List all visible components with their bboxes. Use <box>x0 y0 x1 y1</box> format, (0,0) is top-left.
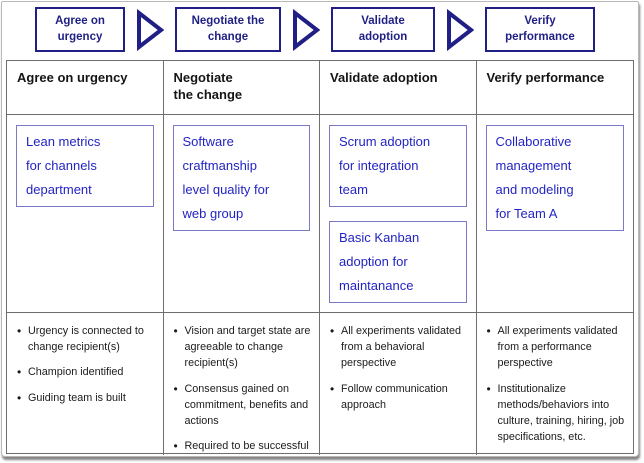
flow-arrow-icon <box>446 8 474 51</box>
cards-cell-negotiate-the-change: Software craftmanship level quality for … <box>163 115 320 313</box>
criteria-cell-agree-on-urgency: Urgency is connected to change recipient… <box>7 313 164 455</box>
experiment-card: Lean metrics for channels department <box>16 125 154 208</box>
experiment-card: Basic Kanban adoption for maintanance <box>329 221 467 304</box>
criteria-item: Follow communication approach <box>328 380 470 413</box>
cards-cell-verify-performance: Collaborative management and modeling fo… <box>476 115 633 313</box>
cards-cell-agree-on-urgency: Lean metrics for channels department <box>7 115 164 313</box>
criteria-cell-verify-performance: All experiments validated from a perform… <box>477 313 634 455</box>
column-header-agree-on-urgency: Agree on urgency <box>7 61 164 115</box>
flow-arrow-icon <box>136 8 164 51</box>
flow-step-agree-on-urgency: Agree on urgency <box>35 6 125 53</box>
column-header-verify-performance: Verify performance <box>476 61 633 115</box>
criteria-item: Vision and target state are agreeable to… <box>172 322 314 372</box>
experiment-card: Software craftmanship level quality for … <box>172 125 310 232</box>
process-flow: Agree on urgency Negotiate the change Va… <box>2 2 638 57</box>
column-header-validate-adoption: Validate adoption <box>320 61 477 115</box>
experiment-card: Collaborative management and modeling fo… <box>485 125 624 232</box>
criteria-item: All experiments validated from a perform… <box>485 322 628 372</box>
flow-step-negotiate-the-change: Negotiate the change <box>175 6 281 53</box>
cards-cell-validate-adoption: Scrum adoption for integration team Basi… <box>320 115 477 313</box>
experiment-card: Scrum adoption for integration team <box>329 125 467 208</box>
flow-step-validate-adoption: Validate adoption <box>331 6 435 53</box>
criteria-item: Required to be successful <box>172 437 314 455</box>
criteria-cell-validate-adoption: All experiments validated from a behavio… <box>320 313 477 455</box>
criteria-item: Institutionalize methods/behaviors into … <box>485 380 628 446</box>
criteria-cell-negotiate-the-change: Vision and target state are agreeable to… <box>164 313 320 455</box>
change-plan-table: Agree on urgency Negotiate the change Va… <box>6 60 634 455</box>
diagram-frame: Agree on urgency Negotiate the change Va… <box>1 1 639 457</box>
criteria-item: Champion identified <box>15 363 157 381</box>
flow-step-verify-performance: Verify performance <box>485 6 595 53</box>
criteria-item: Urgency is connected to change recipient… <box>15 322 157 355</box>
criteria-item: Guiding team is built <box>15 389 157 407</box>
column-header-negotiate-the-change: Negotiate the change <box>163 61 320 115</box>
criteria-item: Consensus gained on commitment, benefits… <box>172 380 314 430</box>
criteria-item: All experiments validated from a behavio… <box>328 322 470 372</box>
flow-arrow-icon <box>292 8 320 51</box>
